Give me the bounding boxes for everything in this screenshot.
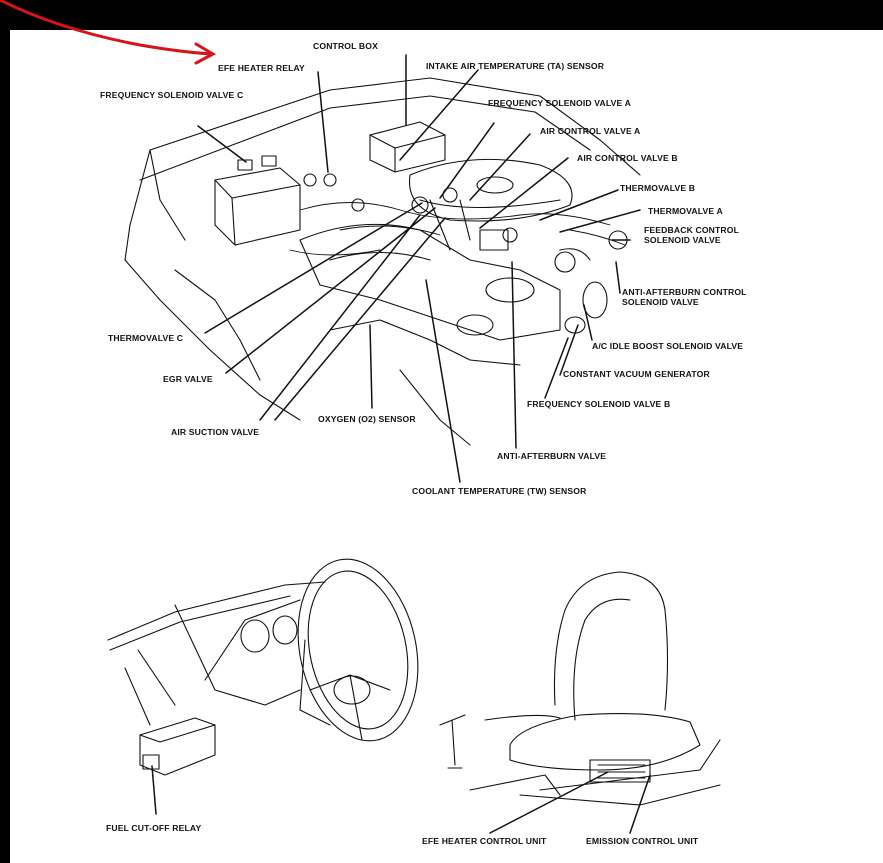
label-egr-valve: EGR VALVE (163, 374, 213, 384)
red-annotation-arrow (0, 0, 217, 65)
label-oxygen-sensor: OXYGEN (O2) SENSOR (318, 414, 416, 424)
air-cleaner (408, 158, 573, 222)
dashboard (107, 581, 326, 776)
steering-wheel (297, 558, 419, 742)
diagram-sheet (10, 30, 883, 863)
control-box-shape (369, 121, 446, 173)
battery (214, 155, 301, 246)
label-thermovalve-a: THERMOVALVE A (648, 206, 723, 216)
label-constant-vacuum-generator: CONSTANT VACUUM GENERATOR (563, 369, 710, 379)
label-air-control-valve-b: AIR CONTROL VALVE B (577, 153, 678, 163)
label-anti-afterburn-valve: ANTI-AFTERBURN VALVE (497, 451, 607, 461)
label-air-suction-valve: AIR SUCTION VALVE (171, 427, 260, 437)
label-control-box: CONTROL BOX (313, 41, 378, 51)
leader-lines (151, 54, 651, 834)
label-coolant-temp-sensor: COOLANT TEMPERATURE (TW) SENSOR (412, 486, 587, 496)
label-frequency-solenoid-valve-a: FREQUENCY SOLENOID VALVE A (488, 98, 632, 108)
label-air-control-valve-a: AIR CONTROL VALVE A (540, 126, 641, 136)
engine-block (299, 173, 628, 341)
seat (439, 571, 721, 806)
label-frequency-solenoid-valve-c: FREQUENCY SOLENOID VALVE C (100, 90, 244, 100)
label-feedback-control-solenoid-valve: FEEDBACK CONTROL SOLENOID VALVE (644, 225, 740, 245)
label-efe-heater-relay: EFE HEATER RELAY (218, 63, 305, 73)
label-intake-air-temp-sensor: INTAKE AIR TEMPERATURE (TA) SENSOR (426, 61, 605, 71)
label-ac-idle-boost-solenoid-valve: A/C IDLE BOOST SOLENOID VALVE (592, 341, 744, 351)
label-frequency-solenoid-valve-b: FREQUENCY SOLENOID VALVE B (527, 399, 671, 409)
label-efe-heater-control-unit: EFE HEATER CONTROL UNIT (422, 836, 547, 846)
label-thermovalve-c: THERMOVALVE C (108, 333, 184, 343)
label-emission-control-unit: EMISSION CONTROL UNIT (586, 836, 699, 846)
hood-outline (124, 77, 641, 446)
vacuum-hoses (289, 202, 626, 256)
label-thermovalve-b: THERMOVALVE B (620, 183, 696, 193)
label-anti-afterburn-control-solenoid-valve: ANTI-AFTERBURN CONTROL SOLENOID VALVE (622, 287, 747, 307)
label-fuel-cutoff-relay: FUEL CUT-OFF RELAY (106, 823, 202, 833)
